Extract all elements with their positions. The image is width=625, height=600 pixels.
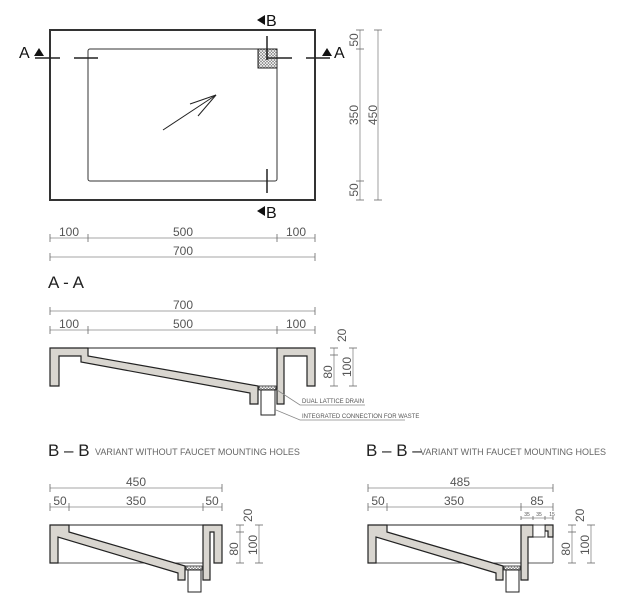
- dim-label: 500: [173, 225, 193, 239]
- plan-depth-dimensions: 50 350 50 450: [347, 29, 382, 201]
- dim-label: 50: [347, 33, 361, 47]
- faucet-hole: [532, 524, 546, 538]
- dim-label: 100: [286, 225, 306, 239]
- section-bb-faucet: B – B – VARIANT WITH FAUCET MOUNTING HOL…: [366, 441, 606, 593]
- lattice-drain: [185, 565, 203, 571]
- section-aa: A - A 700 100 500 100 20 80 100 DUAL LAT…: [48, 273, 419, 421]
- dim-label: 100: [246, 535, 260, 555]
- dim-label: 100: [59, 225, 79, 239]
- faucet-hole-section: [544, 524, 554, 538]
- section-b-arrow-icon: [257, 206, 265, 216]
- dim-label: 350: [444, 494, 464, 508]
- plan-width-dimensions: 100 500 100 700: [49, 225, 316, 261]
- basin-rim-section: [520, 524, 534, 581]
- dim-label: 50: [53, 494, 67, 508]
- dim-label: 20: [335, 328, 349, 342]
- lattice-drain: [258, 385, 277, 391]
- plan-view: A A B B 100 500 100 700 50 350 50 450: [19, 13, 382, 261]
- section-b-label-bottom: B: [266, 205, 277, 222]
- basin-section: [367, 524, 504, 581]
- section-bb-faucet-title: B – B –: [366, 441, 422, 460]
- dim-label: 485: [450, 475, 470, 489]
- section-a-label-left: A: [19, 45, 30, 62]
- dim-label: 100: [578, 535, 592, 555]
- callout-drain: DUAL LATTICE DRAIN: [302, 399, 364, 405]
- basin-section: [49, 524, 186, 581]
- dim-label: 450: [366, 105, 380, 125]
- dim-label: 35: [524, 512, 530, 518]
- section-bb-title: B – B: [48, 441, 90, 460]
- section-a-arrow-icon: [34, 48, 44, 56]
- dim-label: 100: [286, 317, 306, 331]
- dim-label: 80: [559, 542, 573, 556]
- basin-rim-section: [202, 524, 223, 581]
- dim-label: 50: [205, 494, 219, 508]
- section-aa-title: A - A: [48, 273, 85, 292]
- basin-section: [49, 347, 259, 405]
- basin-rim-section: [276, 347, 316, 405]
- dim-label: 80: [227, 542, 241, 556]
- dim-label: 700: [173, 244, 193, 258]
- dim-label: 80: [321, 365, 335, 379]
- waste-connection: [260, 389, 276, 416]
- waste-connection: [505, 569, 520, 593]
- section-b-label-top: B: [266, 13, 277, 30]
- bowl-outline: [87, 48, 278, 182]
- section-a-arrow-icon: [322, 48, 332, 56]
- dim-label: 50: [347, 183, 361, 197]
- section-bb-faucet-subtitle: VARIANT WITH FAUCET MOUNTING HOLES: [420, 447, 606, 457]
- dim-label: 85: [530, 494, 544, 508]
- dim-label: 500: [173, 317, 193, 331]
- callout-waste: INTEGRATED CONNECTION FOR WASTE: [302, 414, 419, 420]
- basin-outline: [49, 29, 316, 201]
- dim-label: 350: [126, 494, 146, 508]
- dim-label: 50: [371, 494, 385, 508]
- section-b-arrow-icon: [257, 15, 265, 25]
- section-bb-subtitle: VARIANT WITHOUT FAUCET MOUNTING HOLES: [95, 447, 300, 457]
- dim-label: 20: [573, 508, 587, 522]
- dim-label: 20: [241, 508, 255, 522]
- dim-label: 15: [549, 512, 555, 518]
- dim-label: 35: [536, 512, 542, 518]
- dim-label: 100: [340, 357, 354, 377]
- waste-connection: [187, 569, 202, 593]
- dim-label: 100: [59, 317, 79, 331]
- section-a-label-right: A: [334, 45, 345, 62]
- section-bb-plain: B – B VARIANT WITHOUT FAUCET MOUNTING HO…: [48, 441, 300, 593]
- lattice-drain: [503, 565, 521, 571]
- slope-arrow-icon: [162, 94, 217, 131]
- dim-label: 700: [173, 298, 193, 312]
- dim-label: 450: [126, 475, 146, 489]
- dim-label: 350: [347, 105, 361, 125]
